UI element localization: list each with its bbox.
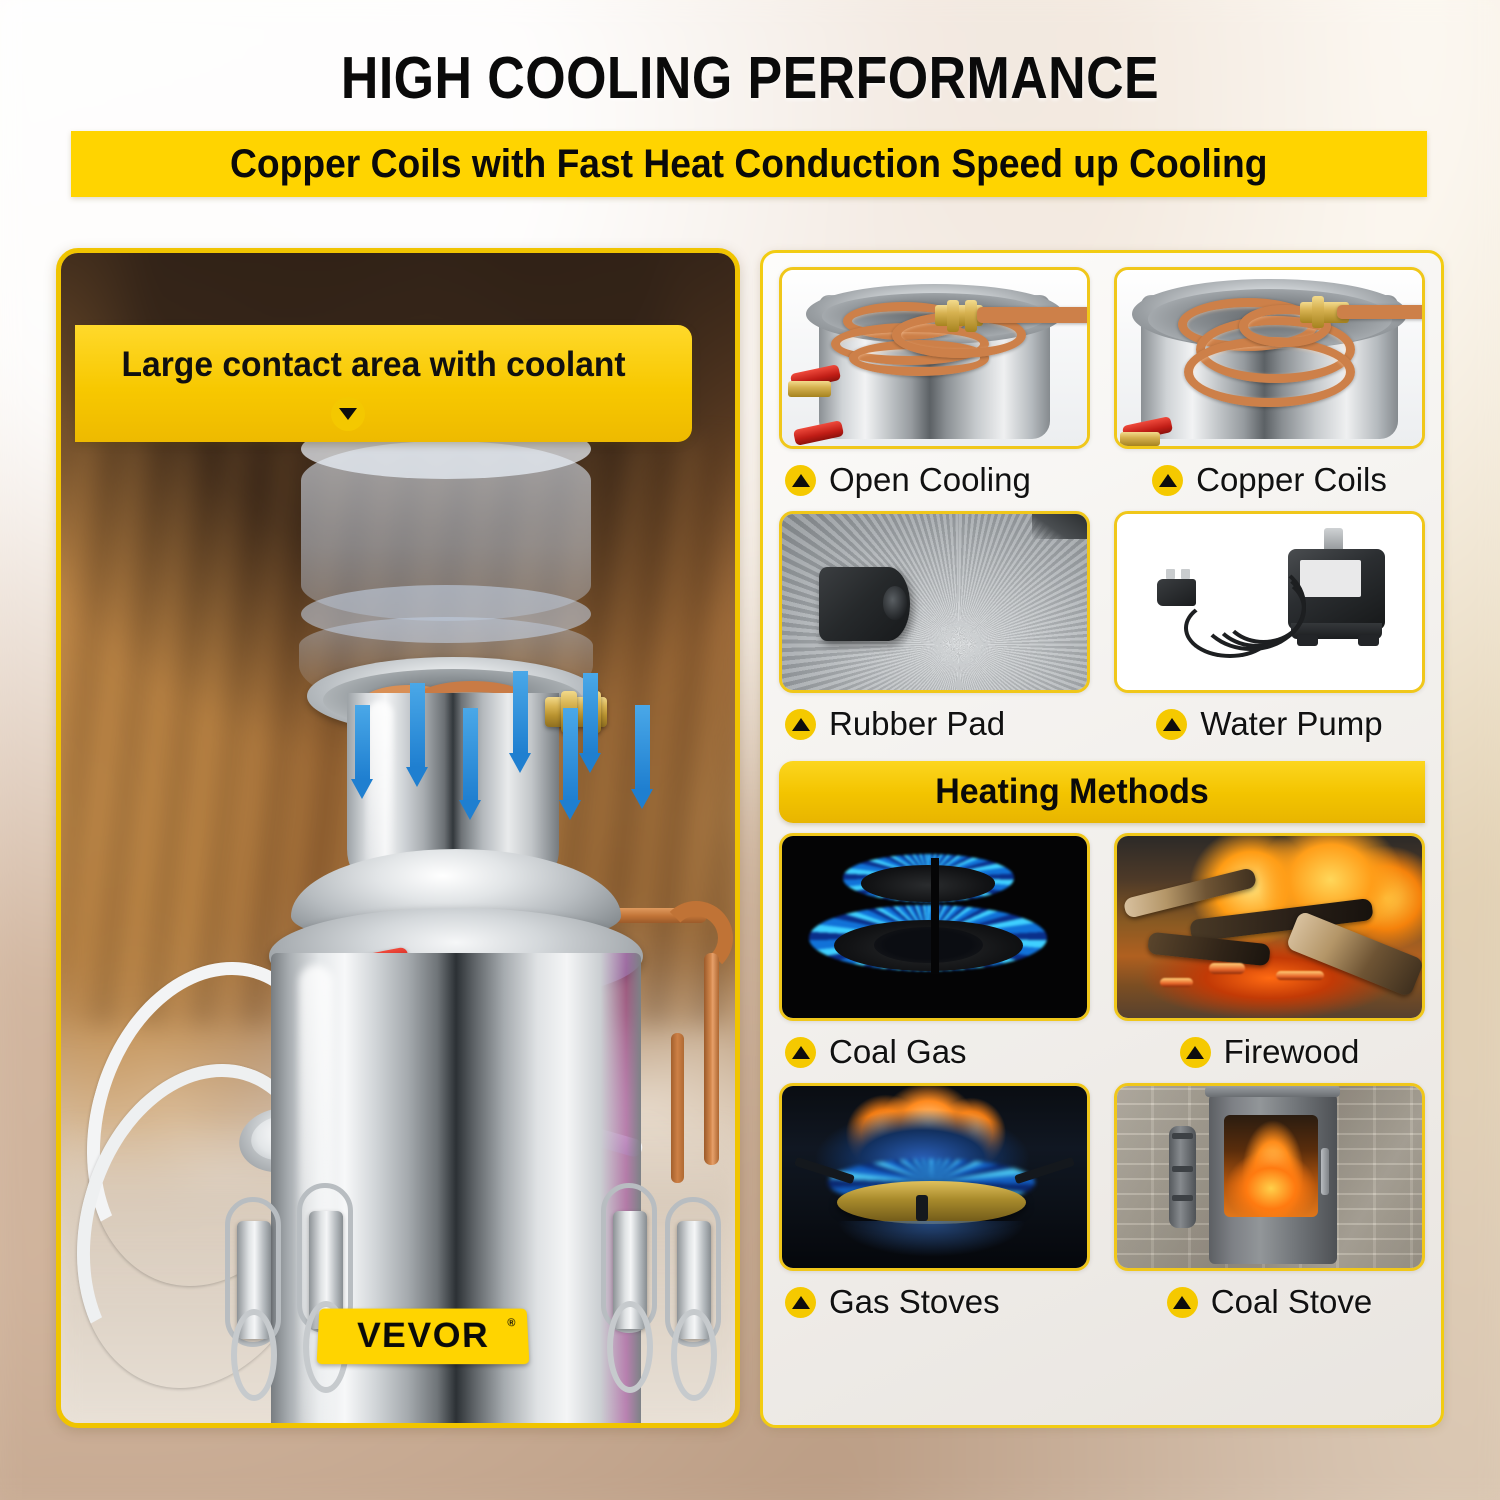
heating-card-coal-gas[interactable]: Coal Gas bbox=[779, 833, 1090, 1083]
feature-card-rubber-pad[interactable]: Rubber Pad bbox=[779, 511, 1090, 755]
water-pump-label-row: Water Pump bbox=[1114, 693, 1425, 755]
heating-card-gas-stoves[interactable]: Gas Stoves bbox=[779, 1083, 1090, 1333]
heating-label: Gas Stoves bbox=[829, 1283, 1000, 1320]
feature-label: Rubber Pad bbox=[829, 705, 1006, 742]
coal-stove-image bbox=[1114, 1083, 1425, 1271]
distiller-product-image bbox=[61, 253, 735, 1423]
subtitle-banner: Copper Coils with Fast Heat Conduction S… bbox=[71, 131, 1427, 197]
feature-label: Copper Coils bbox=[1196, 461, 1387, 498]
triangle-up-icon bbox=[785, 464, 816, 496]
coal-stove-label-row: Coal Stove bbox=[1114, 1271, 1425, 1333]
coolant-callout-text: Large contact area with coolant bbox=[121, 345, 626, 384]
latch-clamp-ring bbox=[607, 1301, 653, 1393]
coolant-flow-arrow bbox=[406, 683, 428, 787]
water-pump-image bbox=[1114, 511, 1425, 693]
latch-clamp-ring bbox=[231, 1309, 277, 1401]
triangle-up-icon bbox=[1179, 1036, 1211, 1068]
coolant-column-mid bbox=[301, 585, 591, 643]
gas-stoves-image bbox=[779, 1083, 1090, 1271]
vevor-logo-text: VEVOR bbox=[356, 1316, 490, 1356]
gas-stoves-label-row: Gas Stoves bbox=[779, 1271, 1090, 1333]
vevor-brand-logo: VEVOR ® bbox=[316, 1308, 530, 1365]
triangle-up-icon bbox=[1166, 1286, 1198, 1318]
coolant-flow-arrow bbox=[459, 708, 481, 820]
heating-label: Firewood bbox=[1223, 1033, 1360, 1070]
heating-card-firewood[interactable]: Firewood bbox=[1114, 833, 1425, 1083]
features-panel: Open Cooling bbox=[760, 250, 1444, 1428]
firewood-image bbox=[1114, 833, 1425, 1021]
subtitle-text: Copper Coils with Fast Heat Conduction S… bbox=[230, 141, 1268, 186]
triangle-up-icon bbox=[1152, 464, 1184, 496]
copper-coils-image bbox=[1114, 267, 1425, 449]
coolant-flow-arrow bbox=[351, 705, 373, 799]
heating-label: Coal Gas bbox=[829, 1033, 967, 1070]
coal-gas-image bbox=[779, 833, 1090, 1021]
open-cooling-image bbox=[779, 267, 1090, 449]
feature-card-open-cooling[interactable]: Open Cooling bbox=[779, 267, 1090, 511]
registered-trademark-icon: ® bbox=[507, 1317, 516, 1330]
coal-gas-label-row: Coal Gas bbox=[779, 1021, 1090, 1083]
coolant-flow-arrow bbox=[559, 708, 581, 820]
feature-card-grid: Open Cooling bbox=[779, 267, 1425, 755]
triangle-up-icon bbox=[785, 708, 816, 740]
triangle-down-icon bbox=[330, 397, 365, 431]
heating-card-grid: Coal Gas Firewood bbox=[779, 833, 1425, 1333]
feature-label: Water Pump bbox=[1200, 705, 1383, 742]
feature-card-copper-coils[interactable]: Copper Coils bbox=[1114, 267, 1425, 511]
copper-tube-elbow bbox=[659, 901, 733, 975]
heating-methods-title: Heating Methods bbox=[935, 772, 1209, 811]
feature-card-water-pump[interactable]: Water Pump bbox=[1114, 511, 1425, 755]
coolant-flow-arrow bbox=[509, 671, 531, 773]
page-title: HIGH COOLING PERFORMANCE bbox=[340, 45, 1160, 111]
feature-label: Open Cooling bbox=[829, 461, 1031, 498]
heating-label: Coal Stove bbox=[1210, 1283, 1373, 1320]
rubber-pad-label-row: Rubber Pad bbox=[779, 693, 1090, 755]
copper-coils-label-row: Copper Coils bbox=[1114, 449, 1425, 511]
triangle-up-icon bbox=[785, 1036, 816, 1068]
rubber-pad-image bbox=[779, 511, 1090, 693]
copper-inner-pipe bbox=[671, 1033, 684, 1183]
open-cooling-label-row: Open Cooling bbox=[779, 449, 1090, 511]
product-showcase-panel: VEVOR ® Large contact area with coolant bbox=[56, 248, 740, 1428]
heating-card-coal-stove[interactable]: Coal Stove bbox=[1114, 1083, 1425, 1333]
coolant-flow-arrow bbox=[579, 673, 601, 773]
triangle-up-icon bbox=[785, 1286, 816, 1318]
copper-downpipe bbox=[704, 953, 719, 1165]
coolant-flow-arrow bbox=[631, 705, 653, 809]
coolant-callout: Large contact area with coolant bbox=[75, 325, 692, 442]
heating-methods-banner: Heating Methods bbox=[779, 761, 1425, 823]
firewood-label-row: Firewood bbox=[1114, 1021, 1425, 1083]
latch-clamp-ring bbox=[671, 1309, 717, 1401]
triangle-up-icon bbox=[1156, 708, 1188, 740]
